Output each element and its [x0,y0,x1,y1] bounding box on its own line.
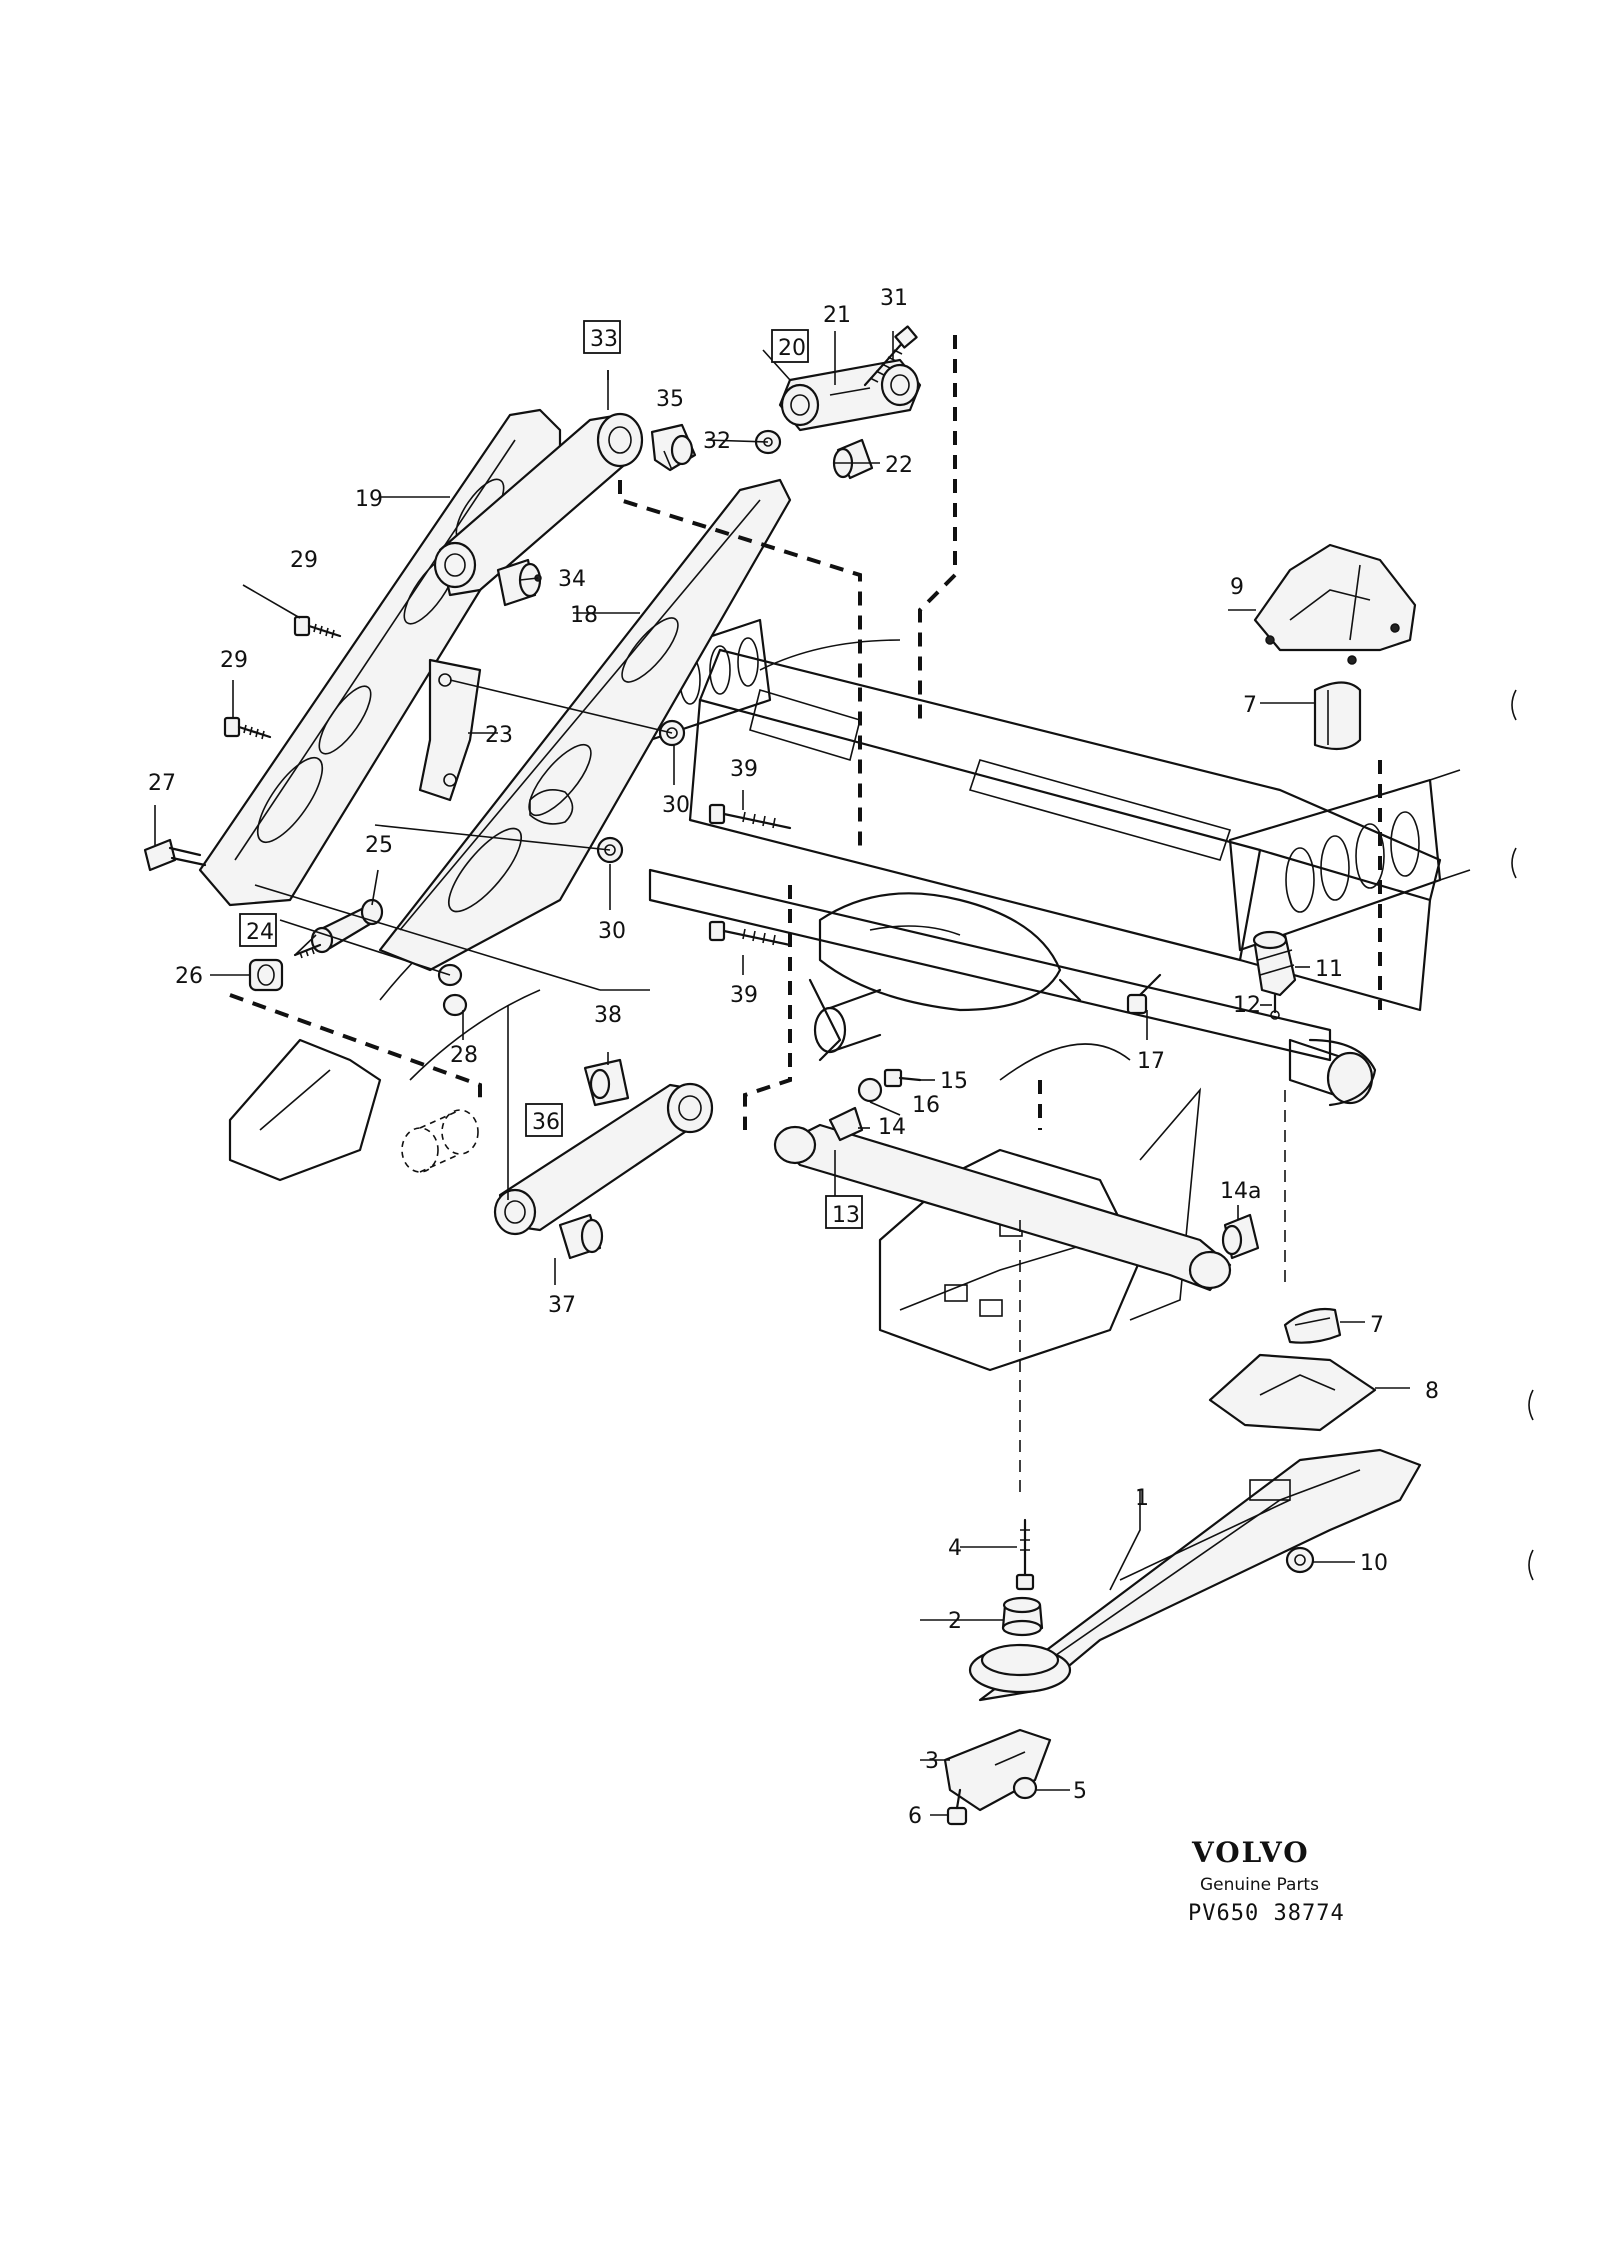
bolt-17 [1126,973,1162,1015]
label-36: 36 [532,1110,560,1135]
label-39-lower: 39 [730,983,758,1008]
label-box-20 [771,329,809,363]
bushing-22 [832,438,874,480]
link-arm-36 [493,1082,714,1236]
label-box-24 [239,913,277,947]
bushing-35 [650,423,697,472]
rear-axle [648,868,1377,1107]
label-box-13 [825,1195,863,1229]
isolator-disc [968,1643,1072,1694]
bolt-4 [1015,1518,1035,1591]
diagram-reference: PV650 38774 [1188,1901,1345,1926]
label-34: 34 [558,567,586,592]
rod-24 [293,943,322,959]
phantom-lines [229,335,1382,1130]
label-9: 9 [1230,575,1244,600]
label-box-36 [525,1103,563,1137]
plate-8 [1208,1353,1377,1432]
vehicle-frame [228,618,1471,1372]
nut-5 [1012,1776,1038,1800]
bushing-26 [248,958,284,992]
label-31: 31 [880,286,908,311]
label-24: 24 [246,920,274,945]
bushing-38 [583,1058,630,1107]
label-25: 25 [365,833,393,858]
bushing-34 [496,558,542,607]
label-leaders [154,331,1410,1816]
bracket-27 [143,838,207,872]
trailing-arm-18 [378,478,792,972]
bolt-29-lower [223,716,272,740]
bushing-7-lower [1283,1307,1342,1344]
label-30-lower: 30 [598,919,626,944]
brand-logo: VOLVO [1191,1836,1310,1869]
label-16: 16 [912,1093,940,1118]
label-box-33 [583,320,621,354]
label-37: 37 [548,1293,576,1318]
bushing-14a [1221,1213,1260,1260]
bolt-29-upper [293,615,342,639]
label-35: 35 [656,387,684,412]
bolt-39-upper [708,803,792,830]
label-8: 8 [1425,1379,1439,1404]
label-20: 20 [778,336,806,361]
brand-tagline: Genuine Parts [1200,1875,1319,1895]
bushing-2 [1001,1596,1044,1637]
label-5: 5 [1073,1779,1087,1804]
label-12: 12 [1233,993,1261,1018]
bushing-37 [558,1213,604,1260]
label-30-upper: 30 [662,793,690,818]
center-lines [254,679,1286,1500]
bushing-14 [828,1106,864,1142]
link-arm-13 [773,1123,1232,1292]
label-3: 3 [925,1749,939,1774]
label-29-lower: 29 [220,648,248,673]
label-14: 14 [878,1115,906,1140]
label-27: 27 [148,771,176,796]
label-18: 18 [570,603,598,628]
cross-link-20-21 [778,358,922,432]
label-14a: 14a [1220,1179,1261,1204]
label-23: 23 [485,723,513,748]
page-edge-marks [1511,689,1534,1581]
label-2: 2 [948,1609,962,1634]
label-32: 32 [703,429,731,454]
link-arm-33 [433,412,644,597]
label-10: 10 [1360,1551,1388,1576]
label-6: 6 [908,1804,922,1829]
bolt-31 [863,325,918,387]
bushing-7-upper [1313,681,1362,751]
nut-10 [1285,1546,1315,1574]
bolt-39-lower [708,920,792,947]
label-7-upper: 7 [1243,693,1257,718]
label-19: 19 [355,487,383,512]
label-26: 26 [175,964,203,989]
label-15: 15 [940,1069,968,1094]
bolt-15 [883,1068,922,1088]
link-25 [310,898,384,954]
bump-stop-11 [1252,930,1297,997]
label-17: 17 [1137,1049,1165,1074]
plate-3 [943,1728,1052,1812]
label-4: 4 [948,1536,962,1561]
label-22: 22 [885,453,913,478]
brand-block: VOLVO Genuine Parts PV650 38774 [1188,1836,1345,1926]
label-21: 21 [823,303,851,328]
label-29-upper: 29 [290,548,318,573]
label-28: 28 [450,1043,478,1068]
part-labels: 1 2 3 4 5 6 7 7 8 9 10 11 12 13 14 14a 1… [148,286,1439,1829]
washer-16 [857,1077,883,1103]
bolt-6 [946,1788,968,1826]
label-33: 33 [590,327,618,352]
label-38: 38 [594,1003,622,1028]
label-13: 13 [832,1203,860,1228]
label-11: 11 [1315,957,1343,982]
bolt-12 [1270,993,1280,1020]
label-39-upper: 39 [730,757,758,782]
label-1: 1 [1135,1486,1149,1511]
mount-bracket-9 [1253,543,1417,665]
label-7-lower: 7 [1370,1313,1384,1338]
